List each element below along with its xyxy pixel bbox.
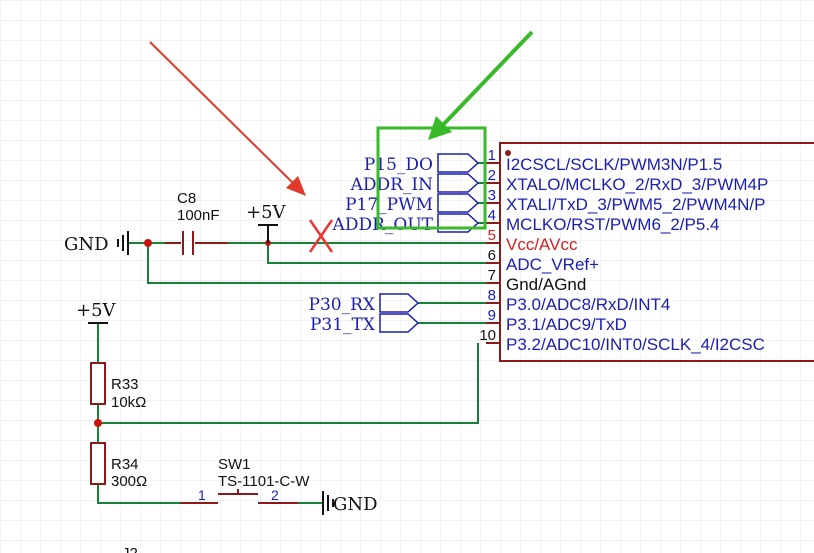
pin-number-5: 5 [488, 227, 496, 244]
capacitor-ref: C8 [177, 190, 196, 207]
resistor-r33[interactable]: R33 10kΩ [90, 362, 146, 411]
port-label-addr-in: ADDR_IN [350, 175, 434, 195]
resistor-ref: R34 [111, 456, 139, 473]
resistor-value: 10kΩ [111, 394, 146, 411]
capacitor-c8[interactable]: C8 100nF [165, 190, 228, 255]
pin-name-8: P3.0/ADC8/RxD/INT4 [506, 295, 670, 314]
junction-dot [144, 239, 152, 247]
switch-pin2: 2 [271, 487, 279, 503]
capacitor-value: 100nF [177, 207, 220, 224]
port-flag-addr-in[interactable] [437, 173, 480, 193]
resistor-r34[interactable]: R34 300Ω [90, 442, 147, 490]
mcu-pin-stubs [486, 162, 500, 344]
pin-name-2: XTALO/MCLKO_2/RxD_3/PWM4P [506, 175, 768, 194]
switch-pin1: 1 [198, 487, 206, 503]
pin-number-6: 6 [488, 247, 496, 264]
port-label-p30-rx: P30_RX [309, 295, 376, 315]
pin-name-5: Vcc/AVcc [506, 235, 578, 254]
mcu-body [499, 142, 814, 362]
resistor-ref: R33 [111, 376, 139, 393]
port-flag-p15-do[interactable] [437, 153, 480, 173]
pin-number-7: 7 [488, 267, 496, 284]
gnd-label-bottom: GND [333, 494, 378, 515]
pin-name-9: P3.1/ADC9/TxD [506, 315, 627, 334]
switch-part: TS-1101-C-W [218, 473, 310, 490]
vcc-label-left: +5V [76, 300, 117, 321]
gnd-symbol-left[interactable]: GND [64, 231, 129, 255]
port-flag-p17-pwm[interactable] [437, 193, 480, 213]
pin-number-1: 1 [488, 147, 496, 164]
pin-name-1: I2CSCL/SCLK/PWM3N/P1.5 [506, 155, 722, 174]
pin-name-7: Gnd/AGnd [506, 275, 586, 294]
resistor-value: 300Ω [111, 473, 147, 490]
net-port-labels: P15_DO ADDR_IN P17_PWM ADDR_OUT P30_RX P… [309, 155, 434, 335]
port-label-addr-out: ADDR_OUT [332, 215, 434, 235]
pin-number-8: 8 [488, 287, 496, 304]
gnd-symbol-bottom[interactable]: GND [322, 491, 378, 515]
gnd-label-left: GND [64, 234, 109, 255]
bottom-partial-label: J2 [122, 545, 138, 553]
red-annotation-arrow [149, 41, 306, 196]
pin1-indicator-dot [505, 150, 511, 156]
pin-name-4: MCLKO/RST/PWM6_2/P5.4 [506, 215, 720, 234]
junction-dot [94, 419, 102, 427]
vcc-symbol-top[interactable]: +5V [246, 202, 287, 243]
no-connect-x-marker [308, 219, 334, 253]
pin-number-2: 2 [488, 167, 496, 184]
port-label-p15-do: P15_DO [364, 155, 433, 175]
pin-number-4: 4 [488, 207, 496, 224]
pin-name-3: XTALI/TxD_3/PWM5_2/PWM4N/P [506, 195, 765, 214]
pin-number-3: 3 [488, 187, 496, 204]
port-label-p31-tx: P31_TX [310, 315, 376, 335]
vcc-symbol-left[interactable]: +5V [76, 300, 117, 324]
green-highlight-box [376, 126, 487, 230]
pin-number-9: 9 [488, 307, 496, 324]
switch-sw1[interactable]: SW1 TS-1101-C-W 1 2 [180, 456, 310, 504]
port-flag-p31-tx[interactable] [379, 313, 420, 333]
vcc-label-top: +5V [246, 202, 287, 223]
port-label-p17-pwm: P17_PWM [345, 195, 433, 215]
port-flag-p30-rx[interactable] [379, 293, 420, 313]
pin-number-10: 10 [479, 327, 496, 344]
pin-name-10: P3.2/ADC10/INT0/SCLK_4/I2CSC [506, 335, 765, 354]
mcu-chip[interactable]: 1 2 3 4 5 6 7 8 9 10 I2CSCL/SCLK/PWM3N/P… [479, 142, 814, 362]
pin-name-6: ADC_VRef+ [506, 255, 599, 274]
switch-ref: SW1 [218, 456, 251, 473]
